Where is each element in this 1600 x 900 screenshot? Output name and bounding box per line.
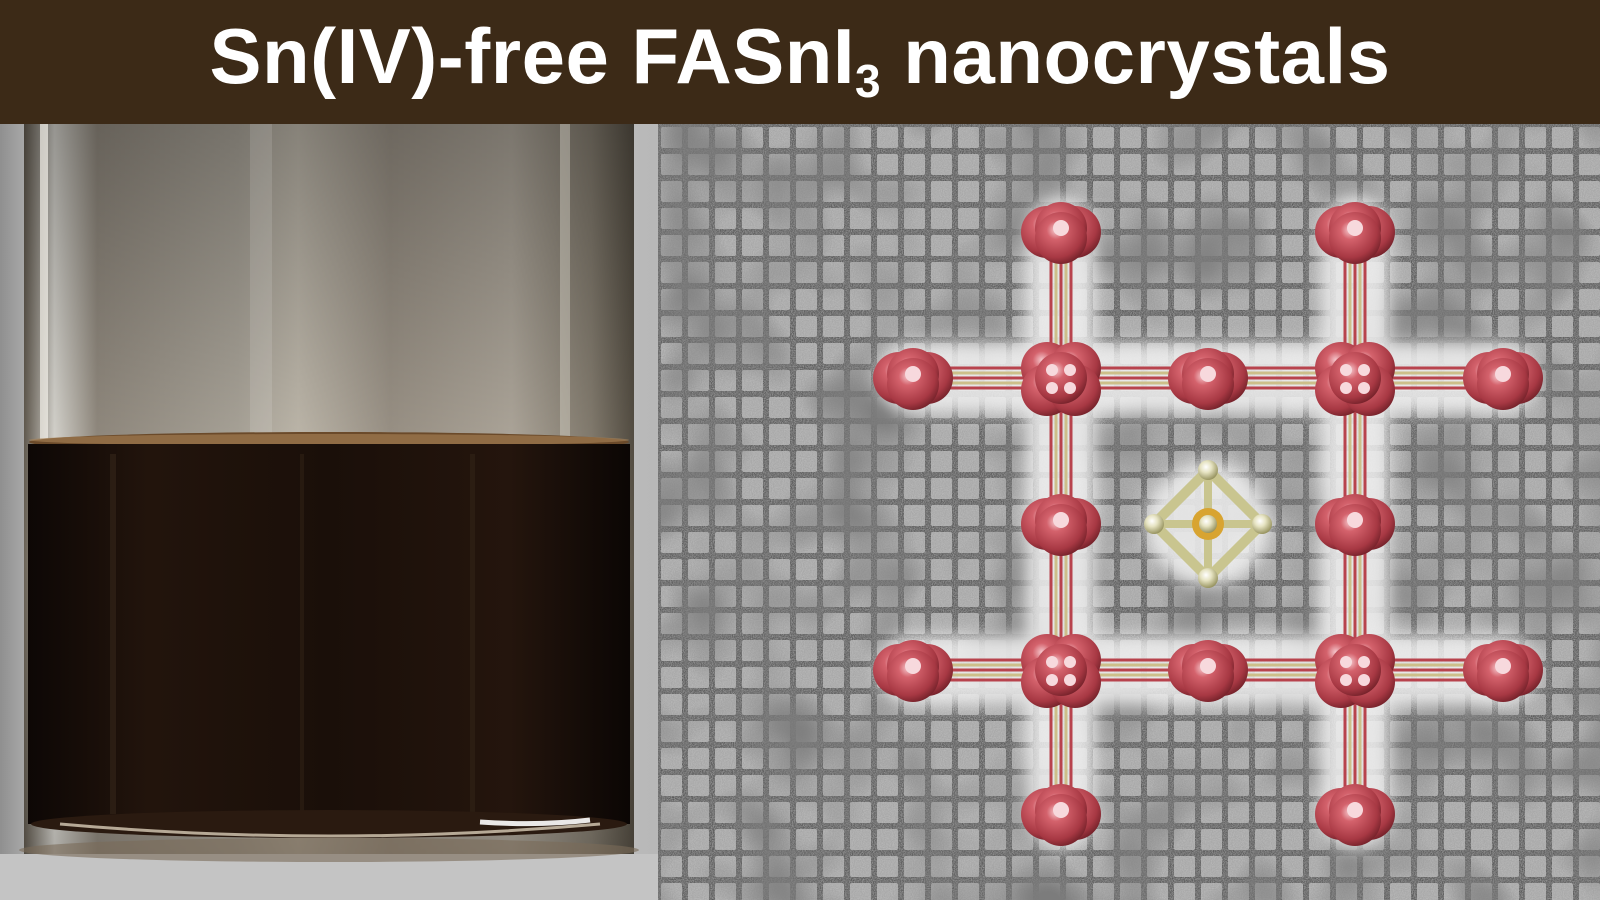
vial-illustration [0,124,658,900]
tem-micrograph [658,124,1600,900]
iodide-cluster [1315,342,1395,416]
iodide-cluster [1021,342,1101,416]
iodide-cluster [1168,348,1248,410]
iodide-cluster [1315,784,1395,846]
tem-image-with-structure [658,124,1600,900]
fa-cation [1144,460,1272,588]
dark-liquid [28,444,630,824]
iodide-cluster [1021,634,1101,708]
iodide-cluster [1463,348,1543,410]
title-main: Sn(IV)-free FASnI [209,12,856,100]
iodide-cluster [1021,784,1101,846]
iodide-cluster [873,348,953,410]
title-banner: Sn(IV)-free FASnI3 nanocrystals [0,0,1600,124]
title-suffix: nanocrystals [881,12,1391,100]
perovskite-structure [873,197,1543,849]
iodide-cluster [1021,494,1101,556]
iodide-cluster [1315,202,1395,264]
title-subscript: 3 [855,55,882,107]
iodide-cluster [1315,494,1395,556]
iodide-cluster [1463,640,1543,702]
iodide-cluster [1168,640,1248,702]
page-title: Sn(IV)-free FASnI3 nanocrystals [0,6,1600,117]
vial-photo [0,124,658,900]
iodide-cluster [1315,634,1395,708]
iodide-cluster [873,640,953,702]
iodide-cluster [1021,202,1101,264]
